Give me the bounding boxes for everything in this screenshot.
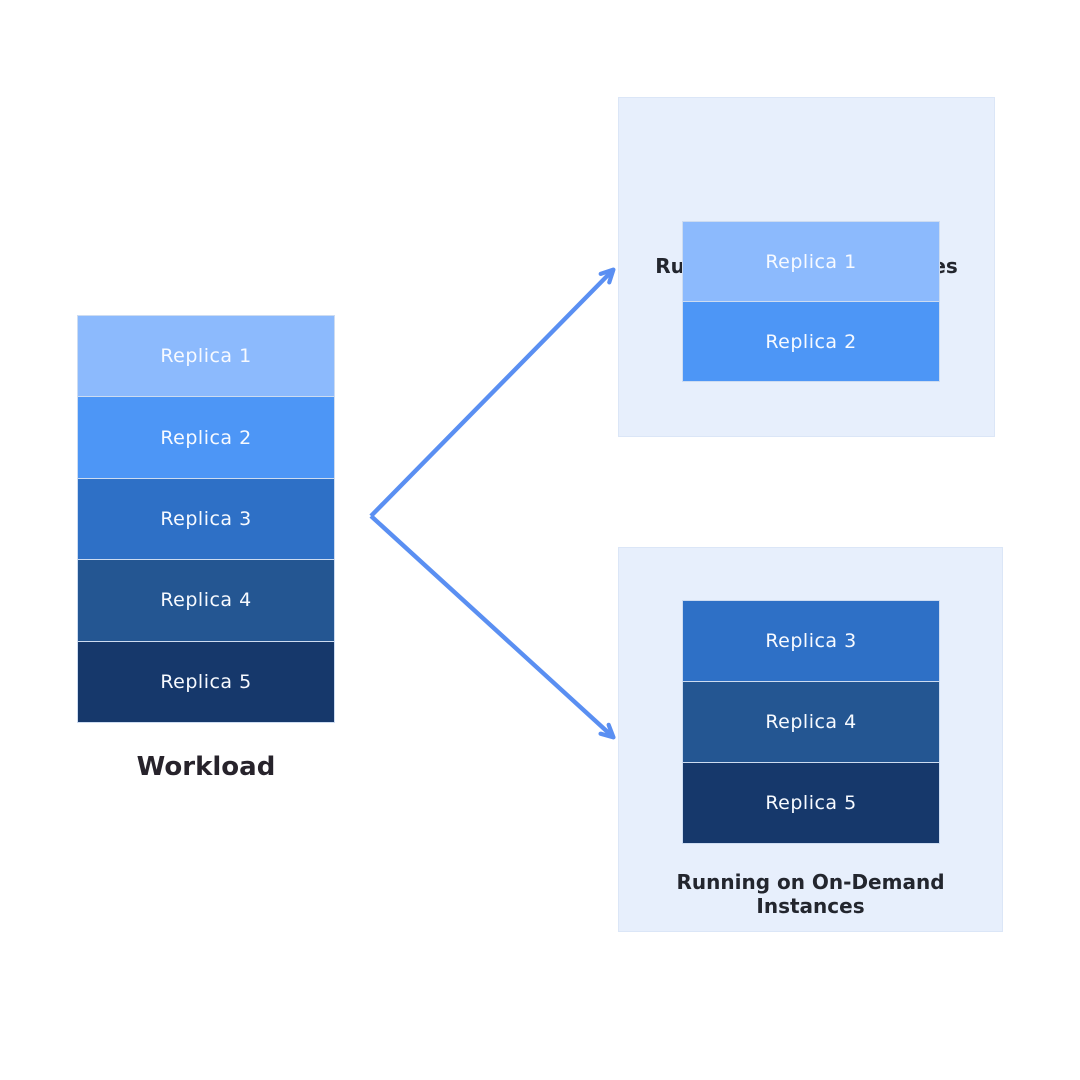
spot-replica-2: Replica 2 xyxy=(682,302,940,382)
workload-label: Workload xyxy=(136,752,276,782)
workload-replica-5: Replica 5 xyxy=(77,641,335,724)
arrow-to-spot-panel xyxy=(369,267,616,518)
ondemand-replica-5: Replica 5 xyxy=(682,763,940,844)
ondemand-replica-3: Replica 3 xyxy=(682,600,940,682)
workload-stack: Replica 1 Replica 2 Replica 3 Replica 4 … xyxy=(77,315,335,724)
workload-replica-3: Replica 3 xyxy=(77,478,335,561)
ondemand-replica-4: Replica 4 xyxy=(682,682,940,763)
spot-replica-stack: Replica 1 Replica 2 xyxy=(682,221,940,382)
workload-replica-2: Replica 2 xyxy=(77,397,335,479)
ondemand-replica-stack: Replica 3 Replica 4 Replica 5 xyxy=(682,600,940,844)
workload-replica-1: Replica 1 xyxy=(77,315,335,398)
ondemand-instances-panel: Replica 3 Replica 4 Replica 5 Running on… xyxy=(618,547,1003,932)
workload-replica-4: Replica 4 xyxy=(77,560,335,642)
arrow-to-ondemand-panel xyxy=(369,514,616,740)
ondemand-panel-title: Running on On-Demand Instances xyxy=(676,870,945,918)
spot-replica-1: Replica 1 xyxy=(682,221,940,302)
spot-instances-panel: Running on Spot Instances Replica 1 Repl… xyxy=(618,97,995,437)
